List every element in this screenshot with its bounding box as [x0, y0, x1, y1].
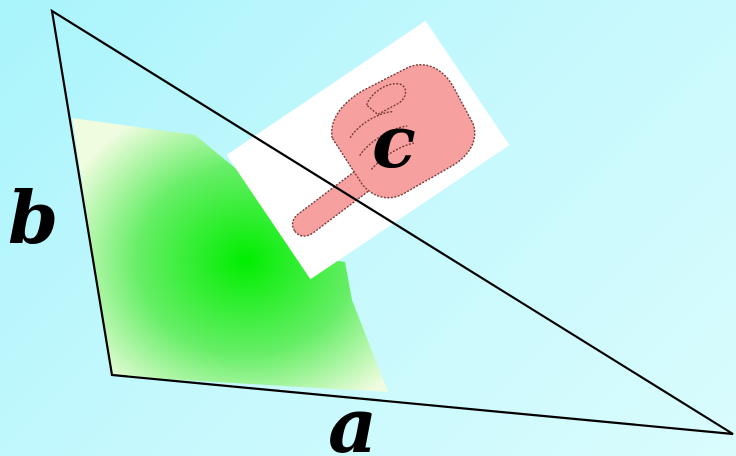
- pointing-hand-icon: [291, 64, 476, 237]
- side-label-c: c: [372, 99, 416, 184]
- triangle-outline: [50, 8, 734, 436]
- pointing-hand-card: [226, 20, 510, 280]
- side-label-a: a: [328, 381, 377, 456]
- shaded-region: [72, 118, 388, 392]
- side-label-b: b: [8, 175, 58, 260]
